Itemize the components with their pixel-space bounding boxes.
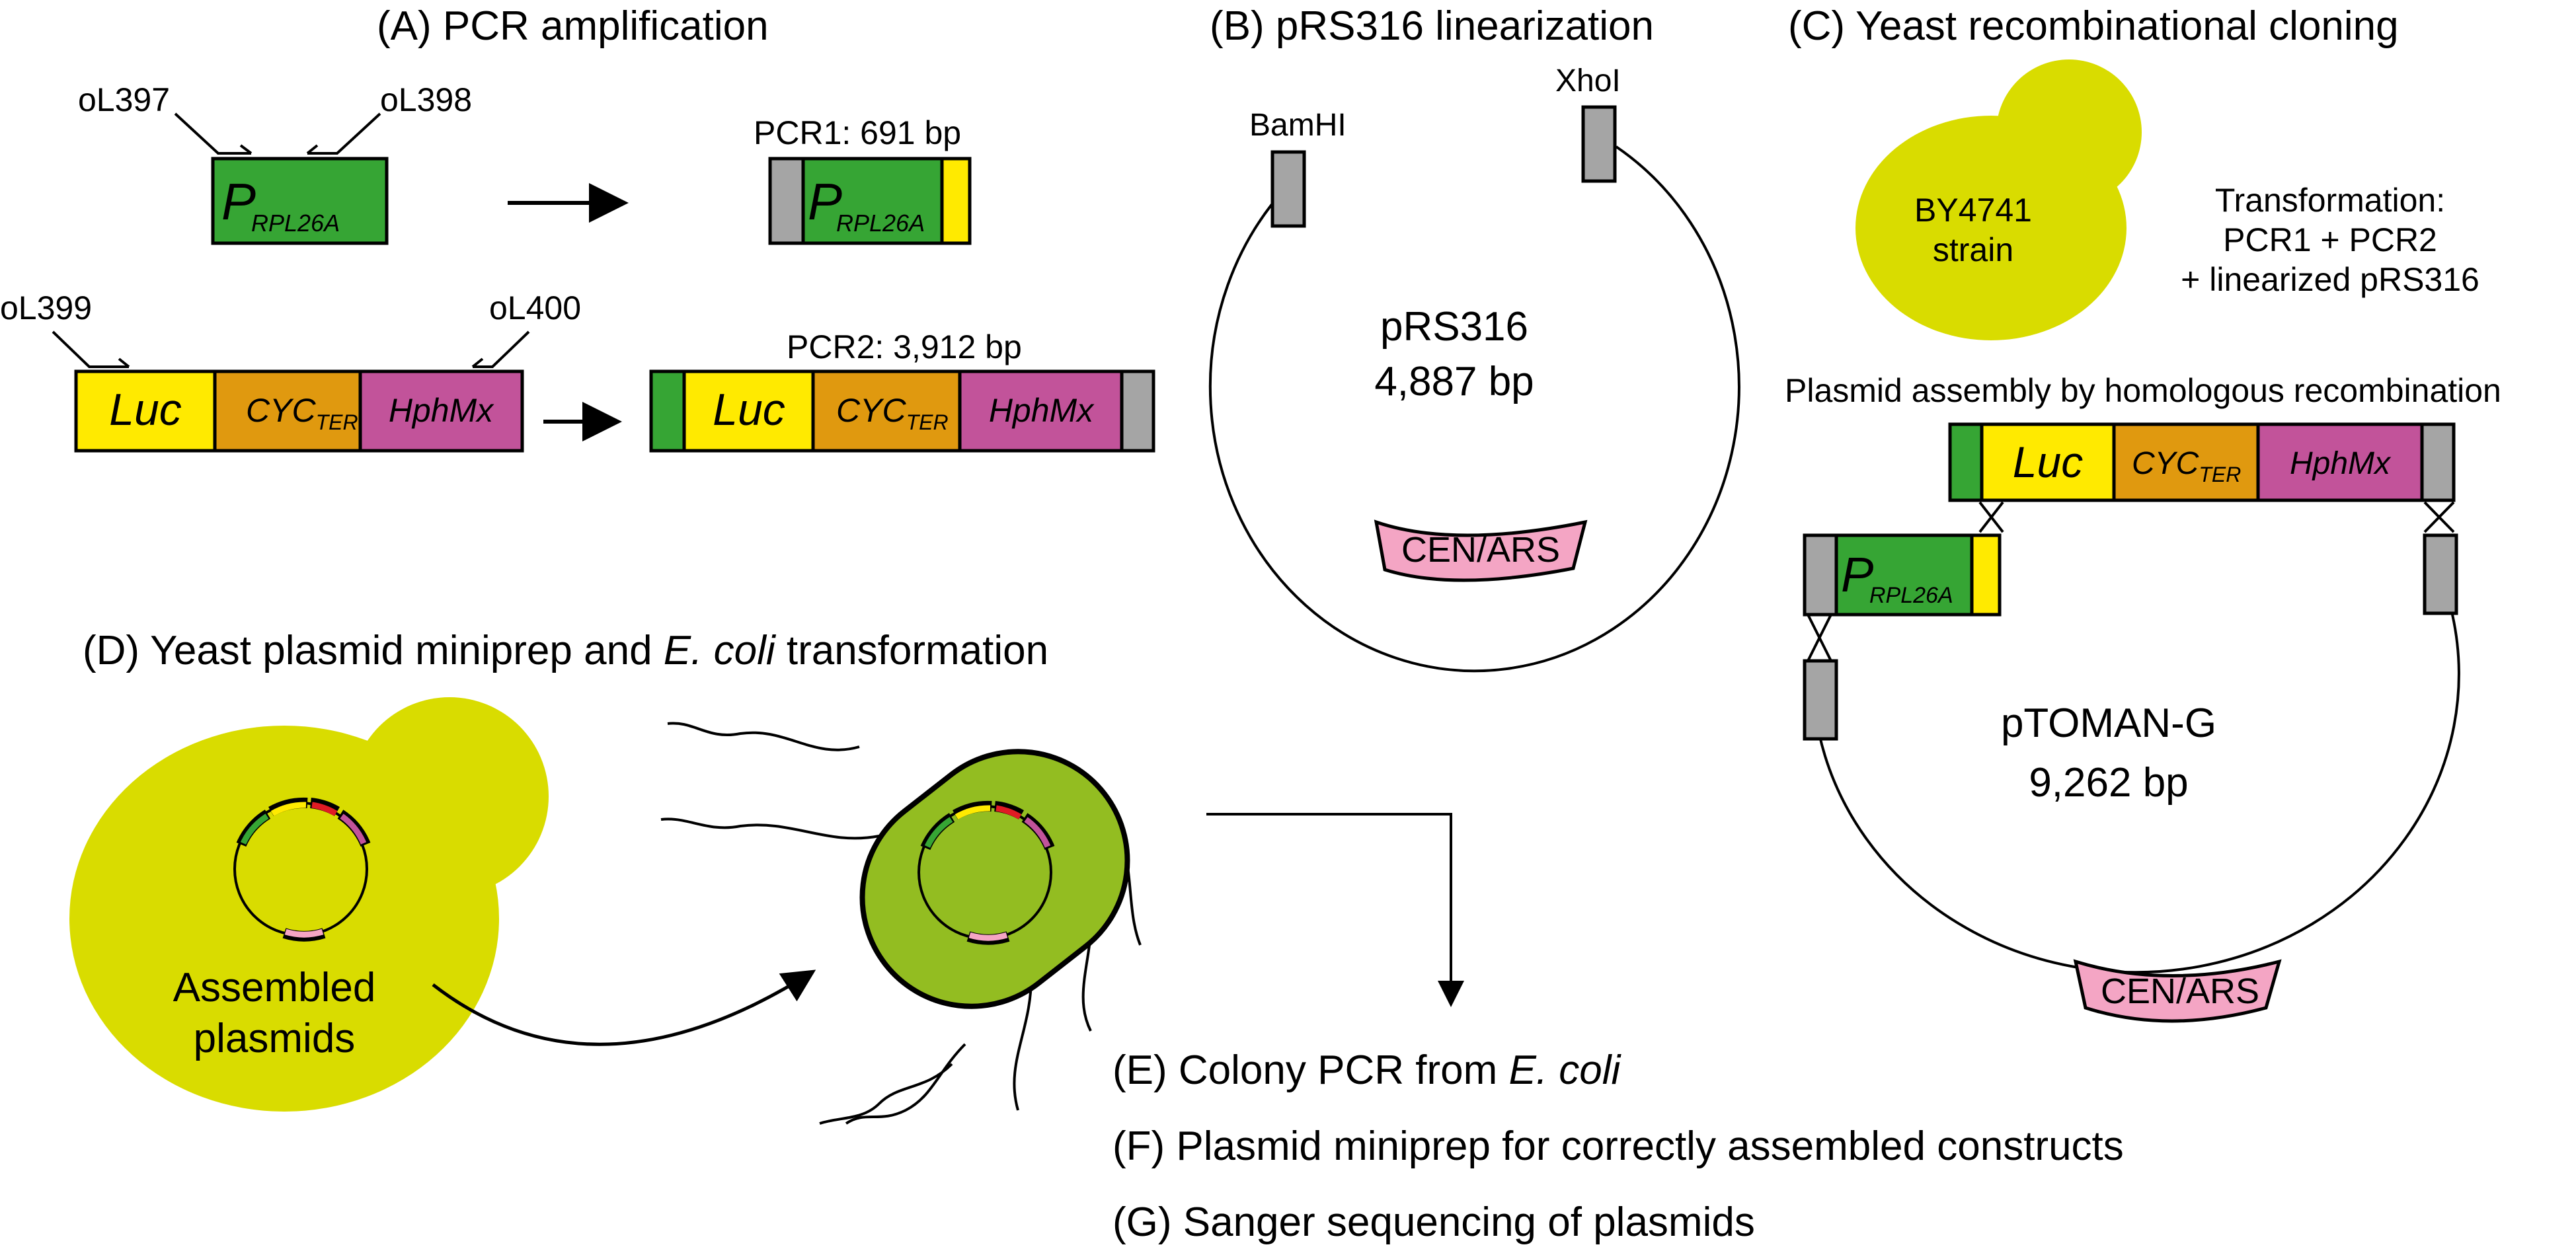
pcr1-sub-label: RPL26A bbox=[836, 209, 925, 237]
assembly-pcr2-fragment: Luc CYCTER HphMx bbox=[1948, 422, 2456, 502]
pcr1-size-label: PCR1: 691 bp bbox=[754, 114, 961, 151]
panel-a-pcr-amplification: (A) PCR amplification oL397 oL398 P RPL2… bbox=[0, 3, 1155, 453]
strain-line1: BY4741 bbox=[1914, 192, 2032, 229]
promoter-p-label: P bbox=[221, 172, 256, 231]
steps-arrow bbox=[1206, 813, 1464, 1007]
luc-cyc-hph-template: Luc CYCTER HphMx bbox=[74, 369, 524, 453]
panel-d-title: (D) Yeast plasmid miniprep and E. coli t… bbox=[83, 628, 1048, 673]
assembly-hph-label: HphMx bbox=[2290, 446, 2392, 481]
ptoman-name: pTOMAN-G bbox=[2001, 701, 2216, 746]
assembly-cyc-label: CYCTER bbox=[2132, 446, 2241, 486]
ecoli-cell bbox=[859, 749, 1130, 1009]
primer-ol398-label: oL398 bbox=[380, 81, 472, 118]
step-g: (G) Sanger sequencing of plasmids bbox=[1112, 1199, 1755, 1245]
prs316-size: 4,887 bp bbox=[1374, 359, 1534, 404]
primer-ol399-arrow bbox=[52, 330, 130, 368]
assembly-label: Plasmid assembly by homologous recombina… bbox=[1785, 372, 2501, 409]
transfer-arrow bbox=[432, 969, 816, 1046]
prs316-cen-label: CEN/ARS bbox=[1401, 530, 1560, 570]
ptoman-cen-label: CEN/ARS bbox=[2101, 971, 2259, 1011]
prs316-cen-ars: CEN/ARS bbox=[1374, 519, 1588, 582]
primer-ol397-arrow bbox=[174, 112, 253, 155]
strain-line2: strain bbox=[1933, 231, 2013, 268]
template-luc-label: Luc bbox=[109, 385, 182, 435]
crossover-1 bbox=[1978, 501, 2004, 533]
bamhi-end-box bbox=[1270, 150, 1306, 228]
panel-c-title: (C) Yeast recombinational cloning bbox=[1788, 3, 2399, 49]
transform-line1: Transformation: bbox=[2215, 182, 2445, 219]
panel-b-prs316-linearization: (B) pRS316 linearization BamHI XhoI pRS3… bbox=[1208, 3, 1740, 673]
assembly-p-label: P bbox=[1841, 547, 1873, 602]
steps-list: (E) Colony PCR from E. coli (F) Plasmid … bbox=[1112, 1047, 2124, 1245]
yeast-cell-assembled bbox=[69, 697, 549, 1112]
panel-d-miniprep-transformation: (D) Yeast plasmid miniprep and E. coli t… bbox=[69, 628, 1464, 1125]
crossover-3 bbox=[1807, 614, 1832, 662]
primer-ol400-arrow bbox=[471, 330, 530, 368]
pcr2-cyc-label: CYCTER bbox=[836, 392, 949, 434]
vector-end-right bbox=[2423, 533, 2458, 615]
panel-b-title: (B) pRS316 linearization bbox=[1210, 3, 1654, 49]
pcr2-size-label: PCR2: 3,912 bp bbox=[787, 328, 1022, 365]
vector-end-left bbox=[1803, 659, 1838, 741]
ptoman-backbone bbox=[1818, 614, 2460, 974]
primer-ol397-label: oL397 bbox=[78, 81, 170, 118]
primer-ol398-arrow bbox=[306, 112, 381, 155]
promoter-template-box: P RPL26A bbox=[211, 157, 389, 245]
pcr1-product: P RPL26A bbox=[768, 157, 972, 245]
ecoli-mini-plasmid bbox=[917, 800, 1055, 945]
transform-line3: + linearized pRS316 bbox=[2181, 261, 2479, 298]
panel-a-title: (A) PCR amplification bbox=[377, 3, 769, 49]
ptoman-cen-ars: CEN/ARS bbox=[2073, 959, 2282, 1023]
assembly-sub-label: RPL26A bbox=[1869, 583, 1953, 608]
prs316-name: pRS316 bbox=[1380, 304, 1528, 350]
yeast-line1: Assembled bbox=[173, 965, 376, 1010]
ecoli-flagella bbox=[660, 722, 1142, 1125]
promoter-sub-label: RPL26A bbox=[251, 209, 340, 237]
xhoi-end-box bbox=[1581, 105, 1617, 183]
yeast-line2: plasmids bbox=[194, 1016, 356, 1061]
bamhi-label: BamHI bbox=[1249, 108, 1347, 143]
pcr2-luc-label: Luc bbox=[713, 385, 785, 435]
yeast-cell-by4741 bbox=[1855, 59, 2142, 340]
prs316-backbone bbox=[1208, 145, 1740, 673]
template-cyc-label: CYCTER bbox=[246, 392, 358, 434]
transform-line2: PCR1 + PCR2 bbox=[2223, 221, 2437, 258]
pcr2-product: Luc CYCTER HphMx bbox=[649, 369, 1155, 453]
assembly-luc-label: Luc bbox=[2013, 437, 2083, 486]
primer-ol399-label: oL399 bbox=[0, 289, 92, 326]
xhoi-label: XhoI bbox=[1555, 63, 1621, 98]
yeast-mini-plasmid bbox=[233, 797, 371, 942]
pcr2-hph-label: HphMx bbox=[989, 392, 1095, 429]
assembly-pcr1-fragment: P RPL26A bbox=[1803, 533, 2002, 617]
step-e: (E) Colony PCR from E. coli bbox=[1112, 1047, 1622, 1093]
primer-ol400-label: oL400 bbox=[489, 289, 581, 326]
crossover-2 bbox=[2423, 501, 2455, 533]
ptoman-size: 9,262 bp bbox=[2029, 760, 2188, 806]
panel-c-recombinational-cloning: (C) Yeast recombinational cloning BY4741… bbox=[1785, 3, 2501, 1023]
template-hph-label: HphMx bbox=[389, 392, 494, 429]
step-f: (F) Plasmid miniprep for correctly assem… bbox=[1112, 1123, 2124, 1169]
pcr1-p-label: P bbox=[808, 172, 842, 231]
